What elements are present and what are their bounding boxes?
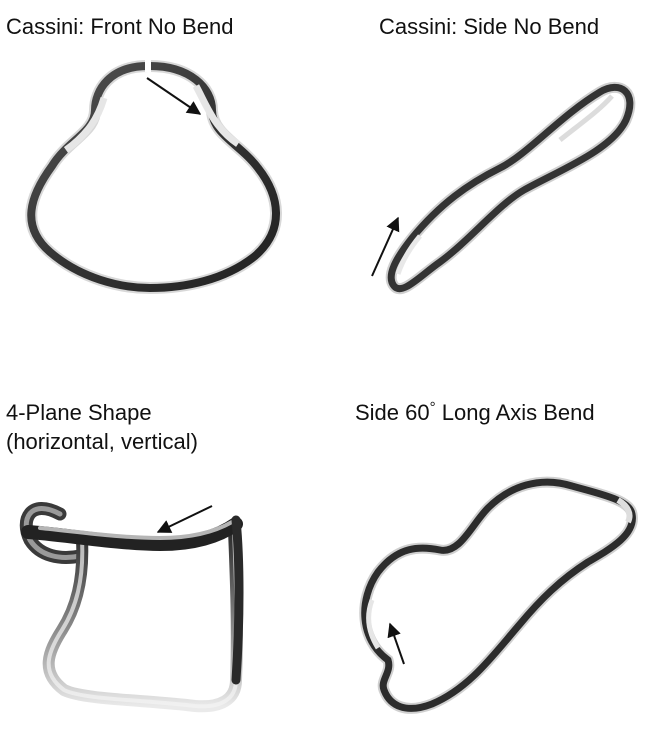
direction-arrow xyxy=(158,506,212,532)
four-plane-shape xyxy=(26,508,239,706)
cassini-side-shape xyxy=(391,87,630,288)
start-gap xyxy=(145,60,151,72)
cassini-front-shape xyxy=(31,60,276,288)
long-axis-bend-shape xyxy=(365,482,633,708)
